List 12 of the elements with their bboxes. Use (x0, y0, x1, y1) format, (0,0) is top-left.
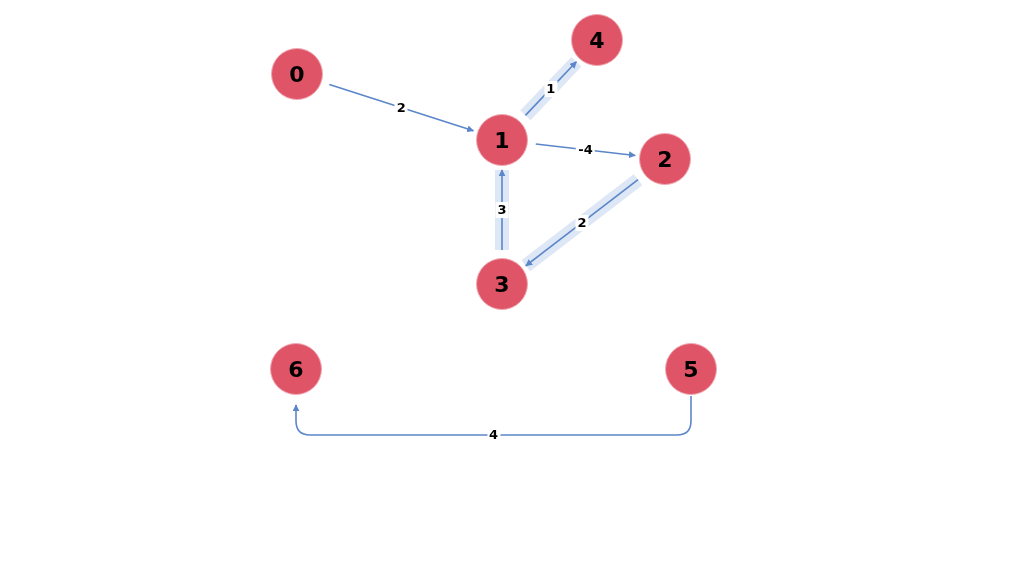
edge-label: 3 (495, 202, 509, 218)
edge-label: 1 (544, 80, 558, 97)
graph-node: 2 (639, 133, 691, 185)
edge-label: 2 (575, 214, 589, 231)
graph-node: 5 (665, 343, 717, 395)
arrow (328, 83, 475, 133)
graph-node: 1 (476, 114, 528, 166)
graph-node: 0 (271, 48, 323, 100)
graph-node: 3 (476, 258, 528, 310)
graph-node: 6 (270, 343, 322, 395)
graph-node: 4 (571, 14, 623, 66)
arrow (292, 395, 692, 436)
